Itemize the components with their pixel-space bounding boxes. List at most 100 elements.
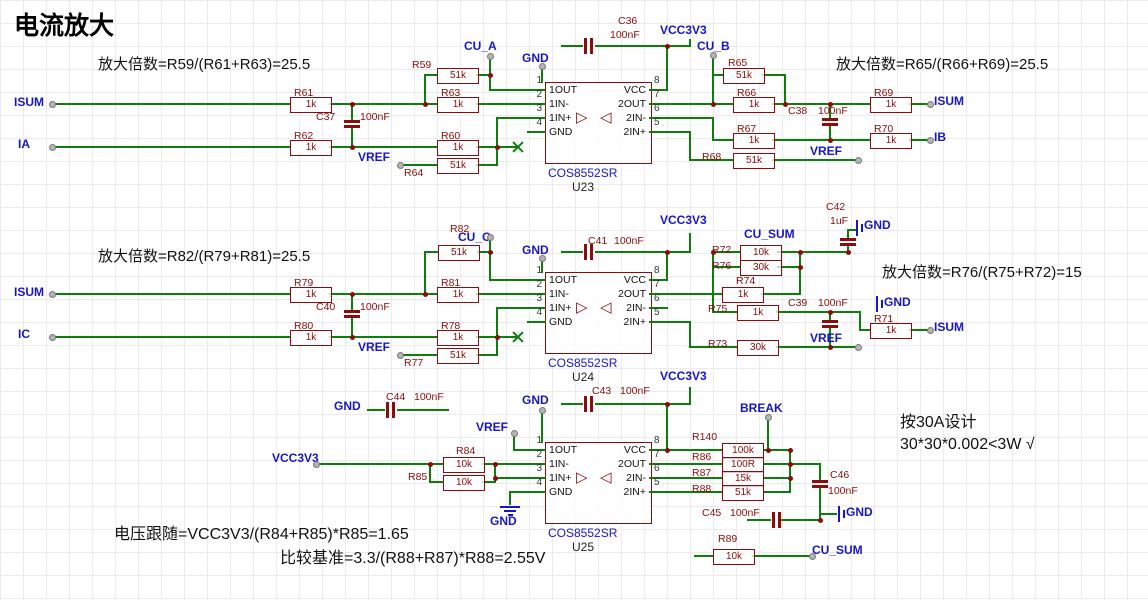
pin-stub[interactable] — [649, 321, 668, 323]
capacitor-C40[interactable] — [344, 310, 360, 313]
resistor-R72[interactable]: 10k — [740, 245, 782, 261]
wire-segment[interactable] — [367, 409, 385, 411]
wire-segment[interactable] — [509, 491, 511, 505]
net-label-VREF[interactable]: VREF — [476, 421, 508, 434]
wire-segment[interactable] — [424, 74, 438, 76]
wire-segment[interactable] — [666, 131, 691, 133]
wire-segment[interactable] — [496, 117, 498, 148]
wire-segment[interactable] — [317, 463, 444, 465]
wire-segment[interactable] — [781, 519, 821, 521]
wire-segment[interactable] — [666, 103, 734, 105]
wire-segment[interactable] — [476, 354, 498, 356]
wire-segment[interactable] — [496, 307, 498, 338]
annotation-text[interactable]: 放大倍数=R59/(R61+R63)=25.5 — [98, 56, 310, 73]
wire-segment[interactable] — [496, 117, 529, 119]
ground-symbol-icon[interactable] — [856, 220, 858, 236]
wire-segment[interactable] — [777, 251, 849, 253]
resistor-R76[interactable]: 30k — [740, 260, 782, 276]
wire-segment[interactable] — [424, 251, 426, 295]
wire-segment[interactable] — [595, 403, 691, 405]
resistor-R64[interactable]: 51k — [437, 158, 479, 174]
resistor-R88[interactable]: 51k — [722, 485, 764, 501]
wire-segment[interactable] — [666, 321, 691, 323]
wire-segment[interactable] — [761, 293, 801, 295]
net-label-GND[interactable]: GND — [490, 515, 517, 528]
ground-symbol-icon[interactable] — [500, 506, 520, 508]
net-label-VREF[interactable]: VREF — [810, 332, 842, 345]
resistor-R65[interactable]: 51k — [723, 68, 765, 84]
wire-segment[interactable] — [763, 491, 791, 493]
pin-stub[interactable] — [527, 491, 546, 493]
wire-segment[interactable] — [689, 233, 691, 253]
wire-segment[interactable] — [712, 139, 734, 141]
net-label-ISUM[interactable]: ISUM — [934, 95, 964, 108]
net-label-VCC3V3[interactable]: VCC3V3 — [272, 452, 319, 465]
net-label-ISUM[interactable]: ISUM — [14, 96, 44, 109]
wire-segment[interactable] — [51, 146, 291, 148]
wire-segment[interactable] — [329, 293, 438, 295]
net-label-ISUM[interactable]: ISUM — [934, 321, 964, 334]
net-label-VCC3V3[interactable]: VCC3V3 — [660, 214, 707, 227]
wire-segment[interactable] — [494, 477, 529, 479]
net-label-GND[interactable]: GND — [846, 506, 873, 519]
wire-segment[interactable] — [819, 463, 821, 481]
net-label-GND[interactable]: GND — [884, 296, 911, 309]
wire-segment[interactable] — [561, 251, 583, 253]
net-label-CU_SUM[interactable]: CU_SUM — [812, 544, 863, 557]
wire-segment[interactable] — [561, 403, 583, 405]
wire-segment[interactable] — [666, 117, 714, 119]
net-label-VREF[interactable]: VREF — [358, 341, 390, 354]
annotation-text[interactable]: 放大倍数=R82/(R79+R81)=25.5 — [98, 248, 310, 265]
wire-segment[interactable] — [763, 463, 791, 465]
annotation-text[interactable]: 放大倍数=R65/(R66+R69)=25.5 — [836, 56, 1048, 73]
wire-segment[interactable] — [476, 103, 529, 105]
annotation-text[interactable]: 比较基准=3.3/(R88+R87)*R88=2.55V — [280, 550, 545, 568]
wire-segment[interactable] — [776, 346, 859, 348]
resistor-R74[interactable]: 1k — [722, 287, 764, 303]
net-label-CU_C[interactable]: CU_C — [458, 231, 491, 244]
net-label-VCC3V3[interactable]: VCC3V3 — [660, 370, 707, 383]
net-label-GND[interactable]: GND — [864, 219, 891, 232]
pin-stub[interactable] — [527, 321, 546, 323]
wire-segment[interactable] — [51, 293, 291, 295]
annotation-text[interactable]: 30*30*0.002<3W √ — [900, 436, 1035, 454]
wire-segment[interactable] — [424, 251, 439, 253]
wire-segment[interactable] — [694, 555, 714, 557]
wire-segment[interactable] — [712, 117, 714, 141]
net-label-BREAK[interactable]: BREAK — [740, 402, 783, 415]
wire-segment[interactable] — [712, 54, 714, 105]
wire-segment[interactable] — [666, 403, 668, 451]
net-label-CU_SUM[interactable]: CU_SUM — [744, 228, 795, 241]
wire-segment[interactable] — [397, 409, 449, 411]
capacitor-C38[interactable] — [822, 118, 838, 121]
wire-segment[interactable] — [489, 279, 529, 281]
wire-segment[interactable] — [772, 139, 871, 141]
net-label-IB[interactable]: IB — [934, 131, 946, 144]
wire-segment[interactable] — [819, 488, 821, 521]
wire-segment[interactable] — [476, 164, 498, 166]
annotation-text[interactable]: 按30A设计 — [900, 414, 976, 432]
wire-segment[interactable] — [595, 45, 691, 47]
net-label-CU_A[interactable]: CU_A — [464, 40, 497, 53]
resistor-R75[interactable]: 1k — [737, 305, 779, 321]
net-label-VREF[interactable]: VREF — [358, 151, 390, 164]
resistor-R82[interactable]: 51k — [438, 245, 480, 261]
wire-segment[interactable] — [51, 103, 291, 105]
capacitor-C45[interactable] — [772, 512, 775, 528]
net-label-GND[interactable]: GND — [334, 400, 361, 413]
capacitor-C46[interactable] — [812, 480, 828, 483]
resistor-R89[interactable]: 10k — [713, 549, 755, 565]
resistor-R84[interactable]: 10k — [443, 457, 485, 473]
capacitor-C42[interactable] — [840, 238, 856, 241]
resistor-R59[interactable]: 51k — [437, 68, 479, 84]
wire-segment[interactable] — [689, 131, 691, 161]
wire-segment[interactable] — [689, 387, 691, 405]
resistor-R77[interactable]: 51k — [437, 348, 479, 364]
net-label-VREF[interactable]: VREF — [810, 145, 842, 158]
wire-segment[interactable] — [763, 477, 791, 479]
annotation-text[interactable]: 电压跟随=VCC3V3/(R84+R85)*R85=1.65 — [114, 526, 409, 544]
capacitor-C37[interactable] — [344, 120, 360, 123]
wire-segment[interactable] — [784, 74, 786, 105]
pin-stub[interactable] — [527, 131, 546, 133]
wire-segment[interactable] — [666, 251, 668, 281]
